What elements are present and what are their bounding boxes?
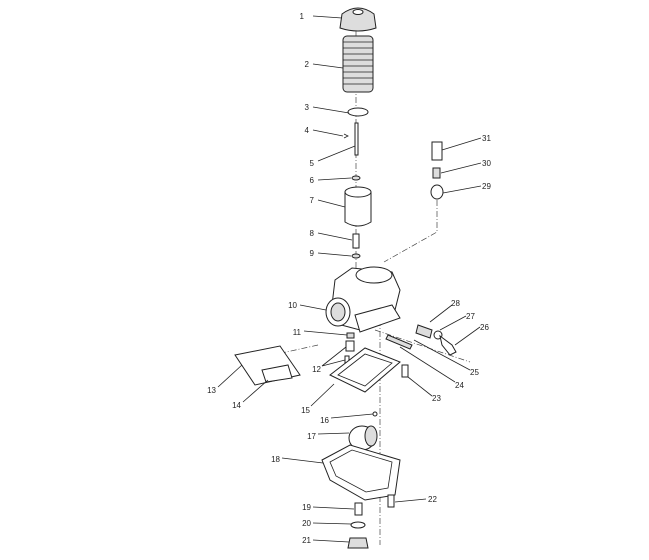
part-clip [343, 133, 349, 139]
cable-axis-line [383, 200, 438, 263]
label-6: 6 [310, 176, 315, 185]
leader-lines [217, 15, 482, 543]
part-overflow-fitting [387, 494, 395, 508]
label-26: 26 [480, 323, 489, 332]
part-float-pin [372, 411, 378, 417]
part-boot-29 [430, 184, 444, 200]
part-float [348, 425, 378, 451]
part-bowl-gasket [329, 347, 401, 393]
screw-axis-line [374, 329, 471, 363]
label-2: 2 [305, 60, 310, 69]
label-11: 11 [293, 328, 302, 337]
label-4: 4 [305, 126, 310, 135]
label-24: 24 [455, 381, 464, 390]
label-13: 13 [207, 386, 216, 395]
label-31: 31 [482, 134, 491, 143]
label-14: 14 [232, 401, 241, 410]
part-throttle-slide [344, 186, 372, 227]
part-needle-jet [352, 233, 360, 249]
label-15: 15 [301, 406, 310, 415]
label-27: 27 [466, 312, 475, 321]
part-float-bowl [321, 444, 401, 501]
part-plate [347, 107, 369, 117]
label-12: 12 [312, 365, 321, 374]
label-28: 28 [451, 299, 460, 308]
part-needle [354, 122, 359, 156]
part-screw-26 [439, 334, 457, 356]
part-jet-washer [351, 253, 361, 259]
part-carburetor-body [325, 266, 401, 333]
part-screw-24 [385, 334, 413, 350]
part-main-jet-holder [346, 332, 355, 339]
label-7: 7 [310, 196, 315, 205]
part-spring [342, 35, 374, 93]
label-21: 21 [302, 536, 311, 545]
part-adjuster-31 [431, 141, 443, 161]
label-30: 30 [482, 159, 491, 168]
label-3: 3 [305, 103, 310, 112]
label-1: 1 [300, 12, 305, 21]
label-20: 20 [302, 519, 311, 528]
part-drain-plug [354, 502, 363, 516]
part-cap [339, 7, 377, 32]
part-filter-clip [261, 364, 293, 383]
label-22: 22 [428, 495, 437, 504]
label-17: 17 [307, 432, 316, 441]
label-29: 29 [482, 182, 491, 191]
label-16: 16 [320, 416, 329, 425]
label-25: 25 [470, 368, 479, 377]
part-o-ring [350, 521, 366, 529]
part-spring-28 [415, 324, 433, 339]
label-23: 23 [432, 394, 441, 403]
label-5: 5 [310, 159, 315, 168]
part-nut [347, 537, 369, 549]
label-9: 9 [310, 249, 315, 258]
label-18: 18 [271, 455, 280, 464]
label-8: 8 [310, 229, 315, 238]
part-nut-30 [432, 167, 441, 179]
part-jet-a [345, 340, 355, 352]
part-washer [351, 175, 361, 181]
part-fitting-23 [401, 364, 409, 378]
label-10: 10 [288, 301, 297, 310]
label-19: 19 [302, 503, 311, 512]
